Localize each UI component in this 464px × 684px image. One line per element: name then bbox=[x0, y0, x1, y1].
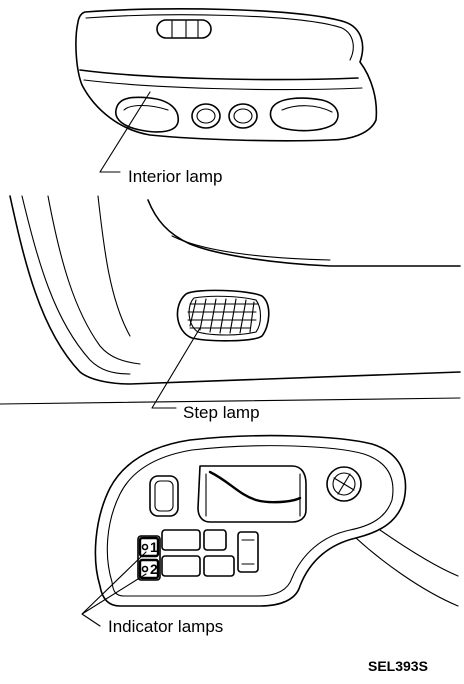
interior-lamp-illustration bbox=[75, 8, 378, 142]
indicator-lamp-2-icon: 2 bbox=[138, 558, 160, 580]
step-lamp-label: Step lamp bbox=[183, 403, 260, 422]
indicator-lamps-label: Indicator lamps bbox=[108, 617, 223, 636]
figure-code: SEL393S bbox=[368, 658, 428, 674]
door-panel-illustration bbox=[0, 195, 461, 405]
interior-lamp-label: Interior lamp bbox=[128, 167, 222, 186]
step-lamp-icon bbox=[176, 289, 270, 342]
lamp-switch-icon bbox=[156, 19, 212, 39]
indicator-lamps-leader bbox=[81, 551, 147, 627]
indicator-mark-1: 1 bbox=[150, 539, 158, 555]
indicator-lamp-1-icon: 1 bbox=[138, 536, 160, 558]
armrest-switch-panel-illustration bbox=[94, 434, 459, 607]
indicator-mark-2: 2 bbox=[150, 561, 158, 577]
step-lamp-leader bbox=[151, 327, 201, 409]
interior-lamp-leader bbox=[99, 91, 151, 173]
